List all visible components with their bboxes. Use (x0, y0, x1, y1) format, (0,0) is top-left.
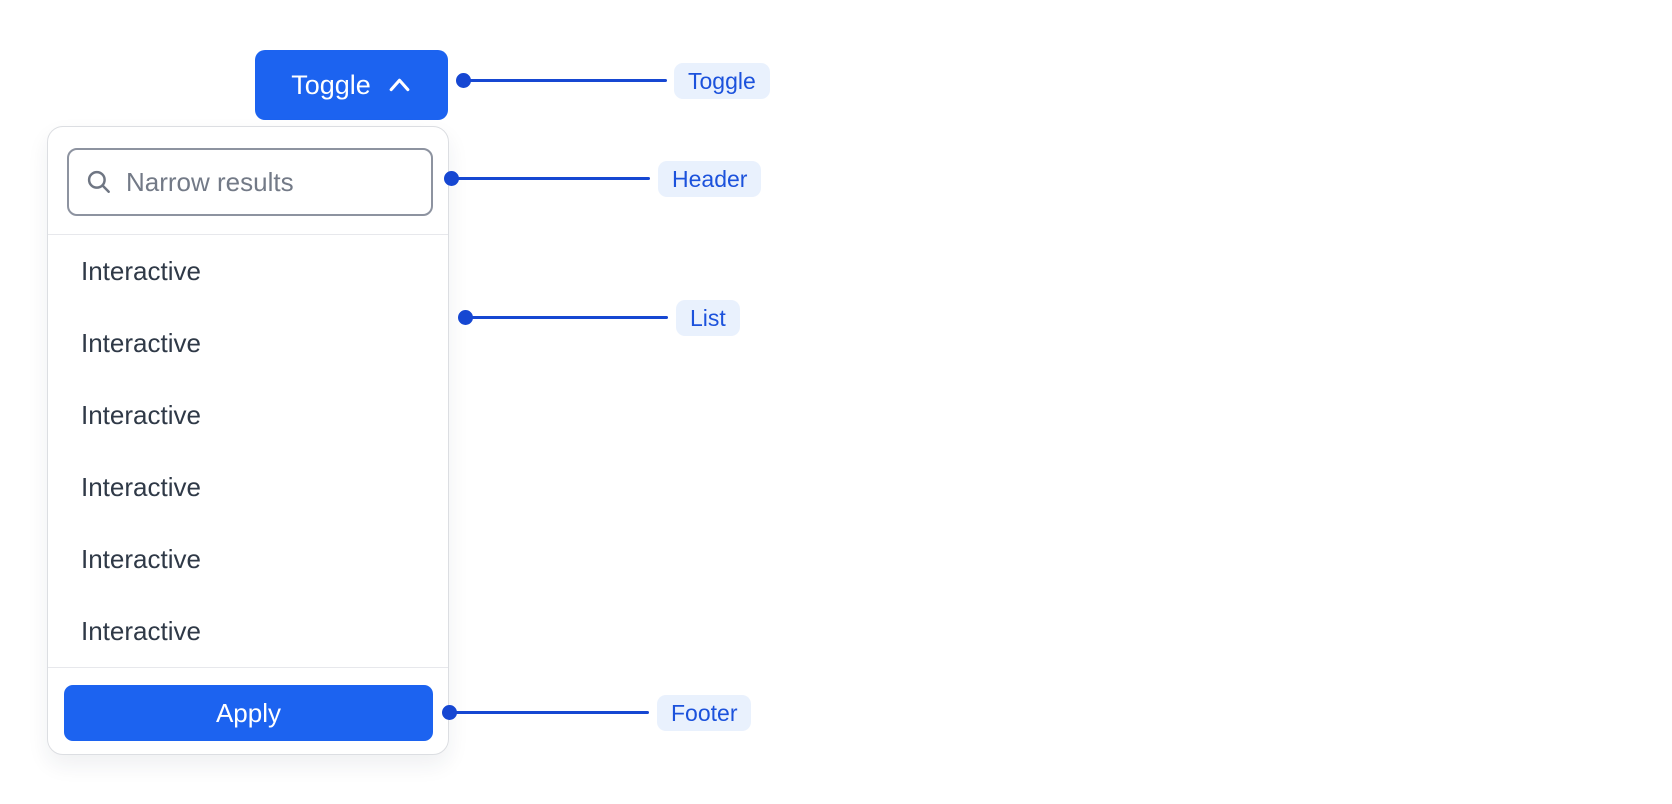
apply-button[interactable]: Apply (64, 685, 433, 741)
toggle-button-label: Toggle (291, 69, 371, 100)
annotation-label-header: Header (658, 161, 762, 197)
list-item[interactable]: Interactive (81, 543, 201, 574)
annotation-line-header (451, 177, 650, 180)
search-input[interactable] (126, 166, 417, 198)
options-list: Interactive Interactive Interactive Inte… (48, 235, 448, 667)
dropdown-panel: Interactive Interactive Interactive Inte… (47, 126, 449, 755)
annotation-line-toggle (464, 79, 667, 82)
annotation-line-list (465, 316, 668, 319)
list-item[interactable]: Interactive (81, 255, 201, 286)
header-divider (48, 234, 448, 235)
annotation-label-toggle: Toggle (674, 63, 770, 99)
list-item[interactable]: Interactive (81, 471, 201, 502)
annotation-label-footer: Footer (657, 695, 752, 731)
annotation-line-footer (449, 711, 649, 714)
annotation-dot-toggle (456, 73, 471, 88)
toggle-button[interactable]: Toggle (255, 50, 448, 120)
list-item[interactable]: Interactive (81, 399, 201, 430)
search-icon (87, 170, 110, 193)
list-item[interactable]: Interactive (81, 327, 201, 358)
annotation-label-list: List (676, 300, 740, 336)
list-item[interactable]: Interactive (81, 615, 201, 646)
chevron-up-icon (389, 78, 410, 92)
search-field-container (67, 148, 433, 216)
footer-divider (48, 667, 448, 668)
